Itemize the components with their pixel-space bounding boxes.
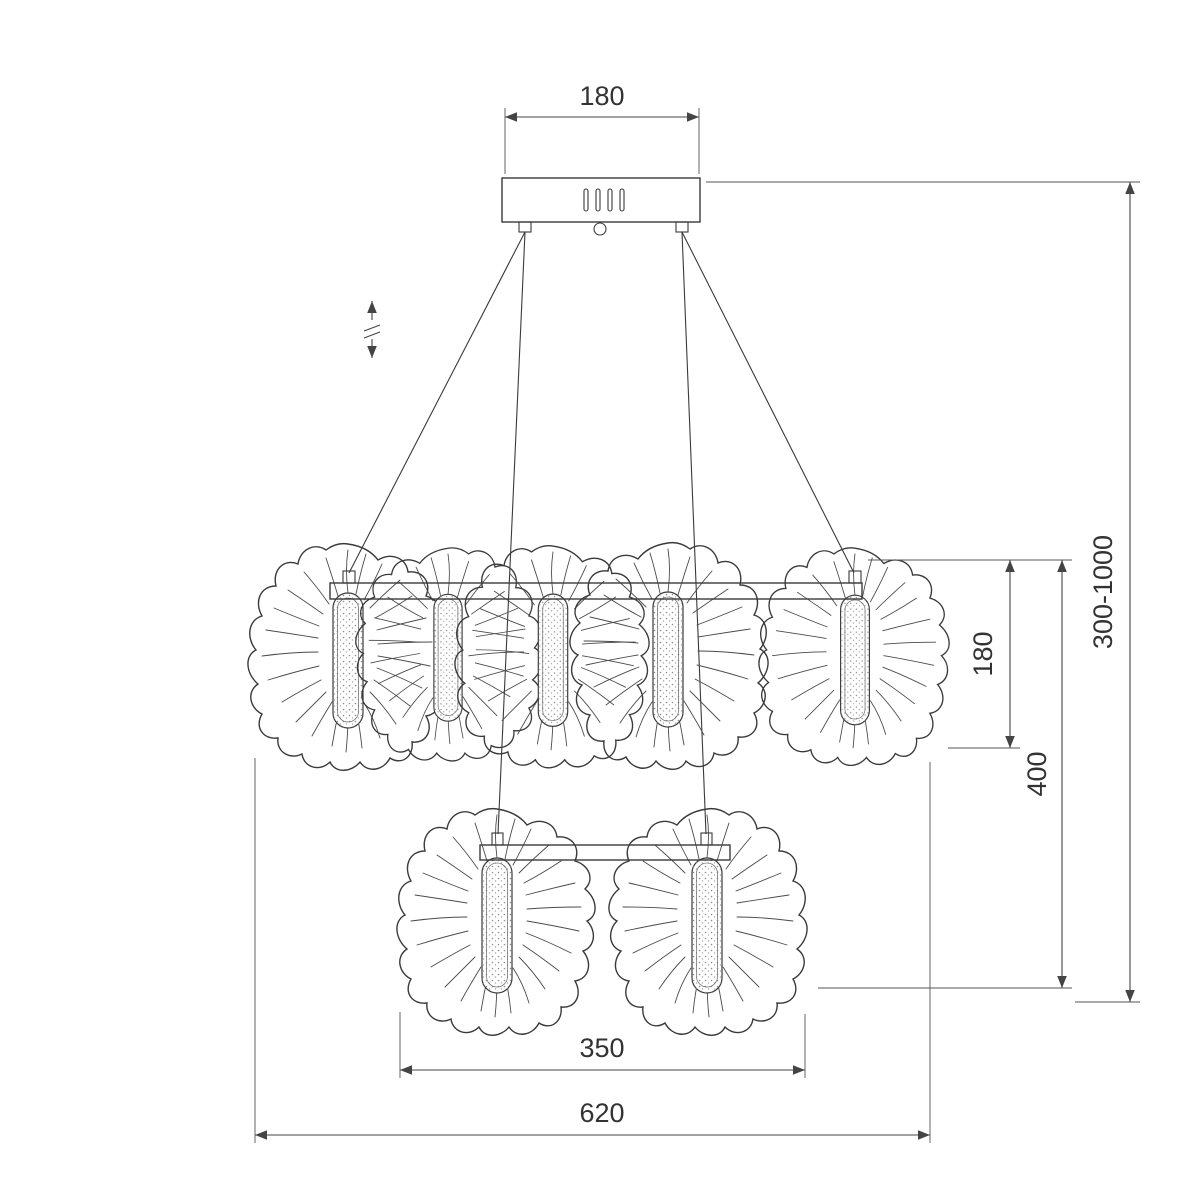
ceiling-canopy — [501, 177, 701, 236]
height-adjustable-icon — [363, 301, 381, 358]
dim-label-tier-height: 400 — [1022, 751, 1052, 796]
dim-overall-width: 620 — [254, 758, 931, 1143]
dim-label-lower-tier-width: 350 — [579, 1033, 624, 1063]
lower-shade-2 — [608, 807, 808, 1036]
upper-shade-4 — [569, 541, 769, 770]
lower-ring-attach-left — [491, 832, 504, 846]
upper-shade-3 — [454, 545, 650, 769]
lower-ring-bar — [479, 844, 731, 861]
dim-lower-tier-width: 350 — [399, 1012, 806, 1078]
upper-shade-1 — [247, 542, 447, 771]
canopy-vent-slots — [583, 188, 625, 212]
suspension-wires — [348, 231, 855, 835]
dim-tier-height: 400 — [818, 560, 1072, 989]
upper-tier — [247, 541, 950, 771]
dim-suspension-range: 300-1000 — [706, 181, 1140, 1003]
dim-canopy-width: 180 — [504, 81, 700, 174]
dim-label-upper-tier-drop: 180 — [968, 631, 998, 676]
lower-ring-attach-right — [700, 832, 713, 846]
dim-upper-tier-drop: 180 — [868, 559, 1072, 749]
dim-label-suspension-range: 300-1000 — [1088, 535, 1118, 649]
dim-label-overall-width: 620 — [579, 1098, 624, 1128]
wire-fitting-right — [675, 221, 689, 233]
lower-shade-1 — [396, 807, 596, 1036]
upper-shade-5 — [758, 547, 950, 767]
dim-label-canopy-width: 180 — [579, 81, 624, 111]
upper-shade-2 — [355, 547, 543, 762]
upper-ring-attach-right — [848, 570, 862, 584]
wire-fitting-left — [518, 221, 532, 233]
lower-tier — [396, 807, 808, 1036]
canopy-center-knob — [593, 222, 607, 236]
upper-ring-bar — [329, 582, 863, 600]
